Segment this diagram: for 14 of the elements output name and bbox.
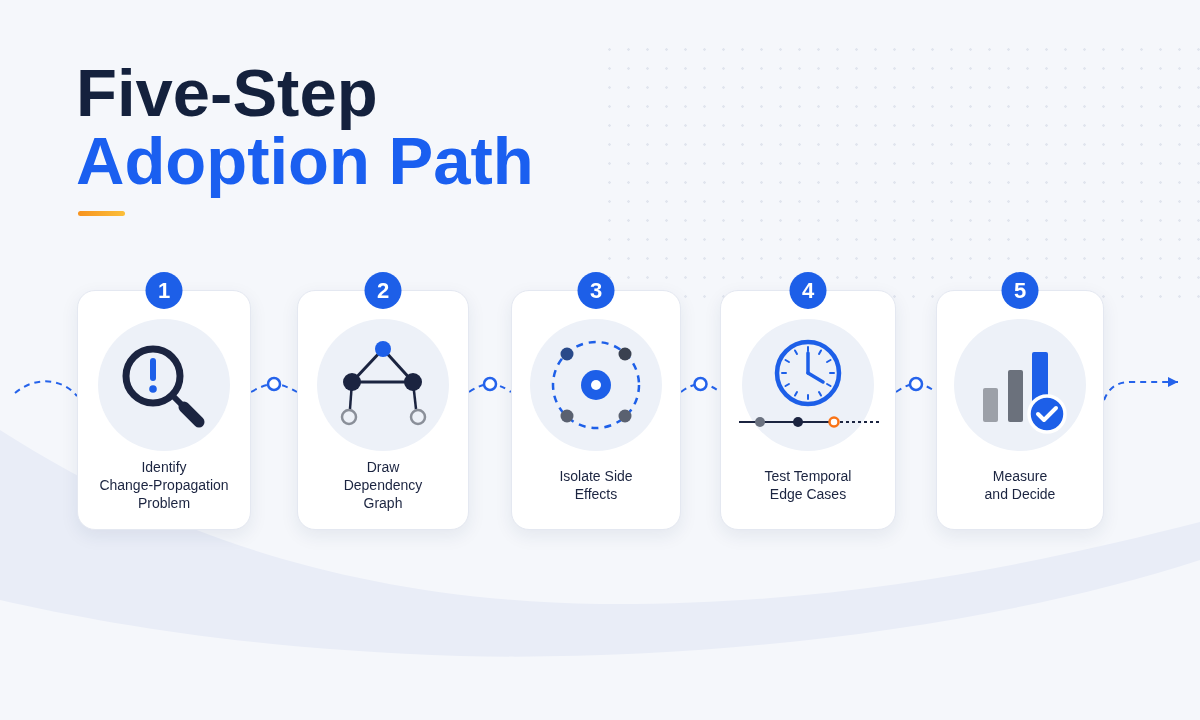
dashed-connector	[14, 380, 78, 397]
step-label: Measure and Decide	[983, 467, 1057, 503]
step-number: 1	[145, 272, 183, 309]
step-number: 4	[789, 272, 827, 309]
dashed-connector	[250, 383, 298, 393]
step-label: Isolate Side Effects	[558, 467, 634, 503]
step-label: Draw Dependency Graph	[342, 458, 424, 512]
step-number: 3	[577, 272, 615, 309]
step-number: 2	[364, 272, 402, 309]
step-number: 5	[1001, 272, 1039, 309]
step-label: Identify Change-Propagation Problem	[98, 458, 230, 512]
dashed-arrow	[1103, 377, 1179, 401]
dashed-connector	[468, 383, 512, 393]
step-label: Test Temporal Edge Cases	[763, 467, 853, 503]
